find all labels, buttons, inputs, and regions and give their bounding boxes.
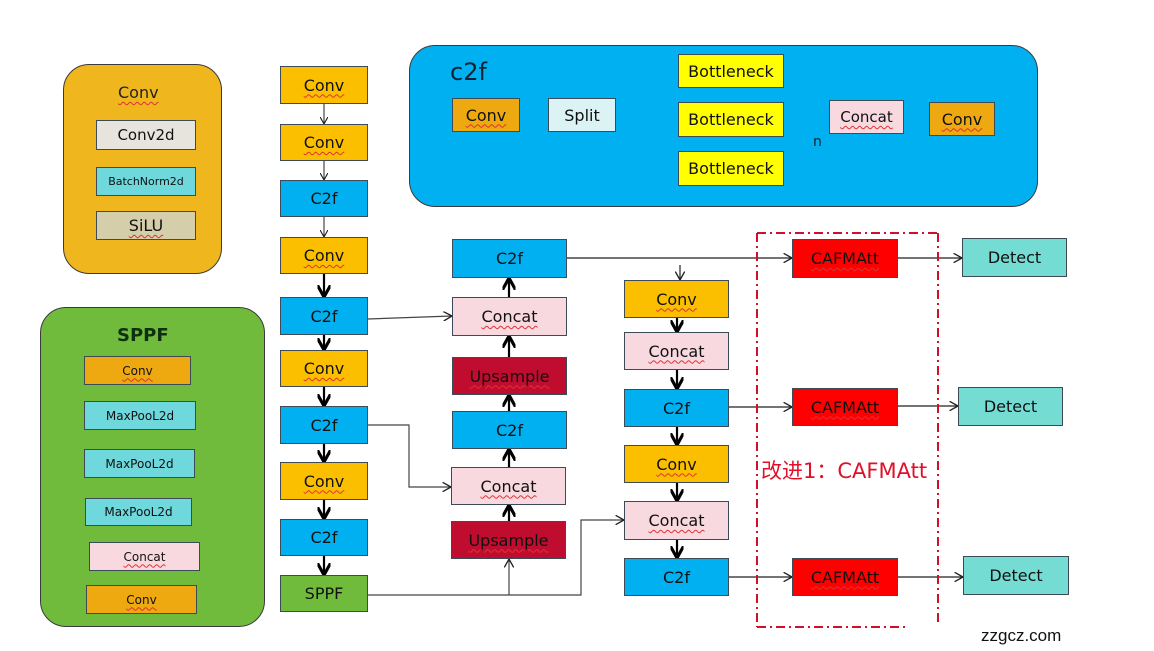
cafmatt-3[interactable]: CAFMAtt — [792, 558, 898, 596]
neck-up-concat-top[interactable]: Concat — [452, 297, 567, 336]
sppf-conv-out-label: Conv — [126, 592, 157, 607]
watermark: zzgcz.com — [981, 626, 1062, 645]
batchnorm2d-label: BatchNorm2d — [108, 175, 184, 188]
c2f-bottleneck-2[interactable]: Bottleneck — [678, 102, 784, 137]
detect-label: Detect — [987, 248, 1042, 267]
c2f-conv-out-label: Conv — [941, 109, 983, 129]
silu-layer[interactable]: SiLU — [96, 211, 196, 240]
backbone-label: SPPF — [304, 584, 344, 603]
c2f-bottleneck-1[interactable]: Bottleneck — [678, 54, 784, 88]
backbone-label: C2f — [310, 528, 338, 547]
neck-label: Concat — [648, 341, 705, 361]
backbone-conv-5[interactable]: Conv — [280, 462, 368, 500]
detect-label: Detect — [983, 397, 1038, 416]
backbone-label: Conv — [303, 133, 345, 152]
c2f-conv-out[interactable]: Conv — [929, 102, 995, 136]
neck-label: Concat — [481, 307, 538, 326]
neck-label: C2f — [496, 249, 523, 268]
neck-up-concat-bottom[interactable]: Concat — [451, 467, 566, 505]
backbone-conv-4[interactable]: Conv — [280, 350, 368, 387]
neck-label: Concat — [648, 511, 705, 530]
neck-down-conv-1[interactable]: Conv — [624, 280, 729, 318]
neck-label: C2f — [496, 420, 523, 440]
sppf-conv-out[interactable]: Conv — [86, 585, 197, 614]
detect-head-3[interactable]: Detect — [963, 556, 1069, 595]
backbone-label: C2f — [310, 415, 338, 435]
silu-label: SiLU — [128, 216, 164, 235]
cafmatt-label: CAFMAtt — [810, 567, 880, 587]
sppf-to-concat-line — [368, 520, 624, 596]
bottleneck-3-label: Bottleneck — [688, 159, 774, 178]
c2f-conv-in-label: Conv — [465, 105, 507, 125]
c2f-conv-in[interactable]: Conv — [452, 98, 520, 132]
neck-down-concat-2[interactable]: Concat — [624, 501, 729, 540]
backbone-label: C2f — [310, 189, 338, 208]
bottleneck-2-label: Bottleneck — [688, 110, 774, 129]
cafmatt-2[interactable]: CAFMAtt — [792, 388, 898, 426]
neck-down-c2f-2[interactable]: C2f — [624, 558, 729, 596]
c2f-panel-title: c2f — [450, 58, 487, 86]
neck-label: Concat — [480, 476, 537, 496]
backbone-c2f-4[interactable]: C2f — [280, 519, 368, 556]
neck-label: Conv — [656, 289, 697, 309]
backbone-conv-1[interactable]: Conv — [280, 66, 368, 104]
backbone-c2f-3[interactable]: C2f — [280, 406, 368, 444]
bottleneck-1-label: Bottleneck — [688, 61, 774, 81]
sppf-conv-in[interactable]: Conv — [84, 356, 191, 385]
cafmatt-label: CAFMAtt — [810, 397, 880, 417]
backbone-c2f-2[interactable]: C2f — [280, 297, 368, 335]
detect-head-2[interactable]: Detect — [958, 387, 1063, 426]
neck-up-c2f-top[interactable]: C2f — [452, 239, 567, 278]
sppf-maxpool-3-label: MaxPooL2d — [104, 505, 173, 519]
conv2d-label: Conv2d — [117, 126, 175, 144]
conv-panel-title: Conv — [118, 83, 159, 102]
sppf-panel-title: SPPF — [117, 325, 169, 346]
repeat-n-label: n — [813, 134, 822, 150]
cafmatt-1[interactable]: CAFMAtt — [792, 239, 898, 278]
c2f-concat[interactable]: Concat — [829, 100, 904, 134]
c2f-bottleneck-3[interactable]: Bottleneck — [678, 151, 784, 186]
backbone-sppf[interactable]: SPPF — [280, 575, 368, 612]
c2f-concat-label: Concat — [840, 108, 893, 126]
sppf-maxpool-3[interactable]: MaxPooL2d — [85, 498, 192, 526]
backbone-to-concat-line — [368, 424, 451, 487]
neck-label: Upsample — [468, 530, 549, 550]
detect-head-1[interactable]: Detect — [962, 238, 1067, 277]
neck-down-c2f-1[interactable]: C2f — [624, 389, 729, 427]
sppf-maxpool-2[interactable]: MaxPooL2d — [84, 449, 195, 478]
backbone-label: Conv — [303, 471, 345, 491]
conv2d-layer[interactable]: Conv2d — [96, 120, 196, 150]
c2f-split[interactable]: Split — [548, 98, 616, 132]
neck-upsample-bottom[interactable]: Upsample — [451, 521, 566, 559]
backbone-c2f-1[interactable]: C2f — [280, 180, 368, 217]
backbone-to-concat-line — [367, 316, 452, 319]
batchnorm2d-layer[interactable]: BatchNorm2d — [96, 167, 196, 196]
neck-label: C2f — [663, 398, 690, 418]
sppf-conv-in-label: Conv — [122, 363, 153, 378]
backbone-label: Conv — [303, 246, 345, 265]
backbone-conv-2[interactable]: Conv — [280, 124, 368, 161]
detect-label: Detect — [989, 566, 1043, 585]
backbone-conv-3[interactable]: Conv — [280, 237, 368, 274]
improvement-label: 改进1：CAFMAtt — [761, 459, 928, 483]
neck-down-conv-2[interactable]: Conv — [624, 445, 729, 483]
neck-upsample-top[interactable]: Upsample — [452, 357, 567, 395]
sppf-concat[interactable]: Concat — [89, 542, 200, 571]
cafmatt-label: CAFMAtt — [810, 249, 880, 268]
sppf-concat-label: Concat — [123, 549, 166, 564]
backbone-label: Conv — [303, 75, 345, 95]
sppf-maxpool-2-label: MaxPooL2d — [105, 456, 174, 471]
neck-up-c2f-mid[interactable]: C2f — [452, 411, 567, 449]
neck-label: Conv — [656, 454, 697, 474]
neck-label: C2f — [663, 567, 690, 587]
neck-down-concat-1[interactable]: Concat — [624, 332, 729, 370]
c2f-split-label: Split — [564, 105, 600, 125]
neck-label: Upsample — [469, 366, 550, 386]
sppf-maxpool-1-label: MaxPooL2d — [105, 408, 175, 423]
backbone-label: C2f — [310, 306, 338, 326]
sppf-maxpool-1[interactable]: MaxPooL2d — [84, 401, 196, 430]
backbone-label: Conv — [303, 359, 345, 378]
